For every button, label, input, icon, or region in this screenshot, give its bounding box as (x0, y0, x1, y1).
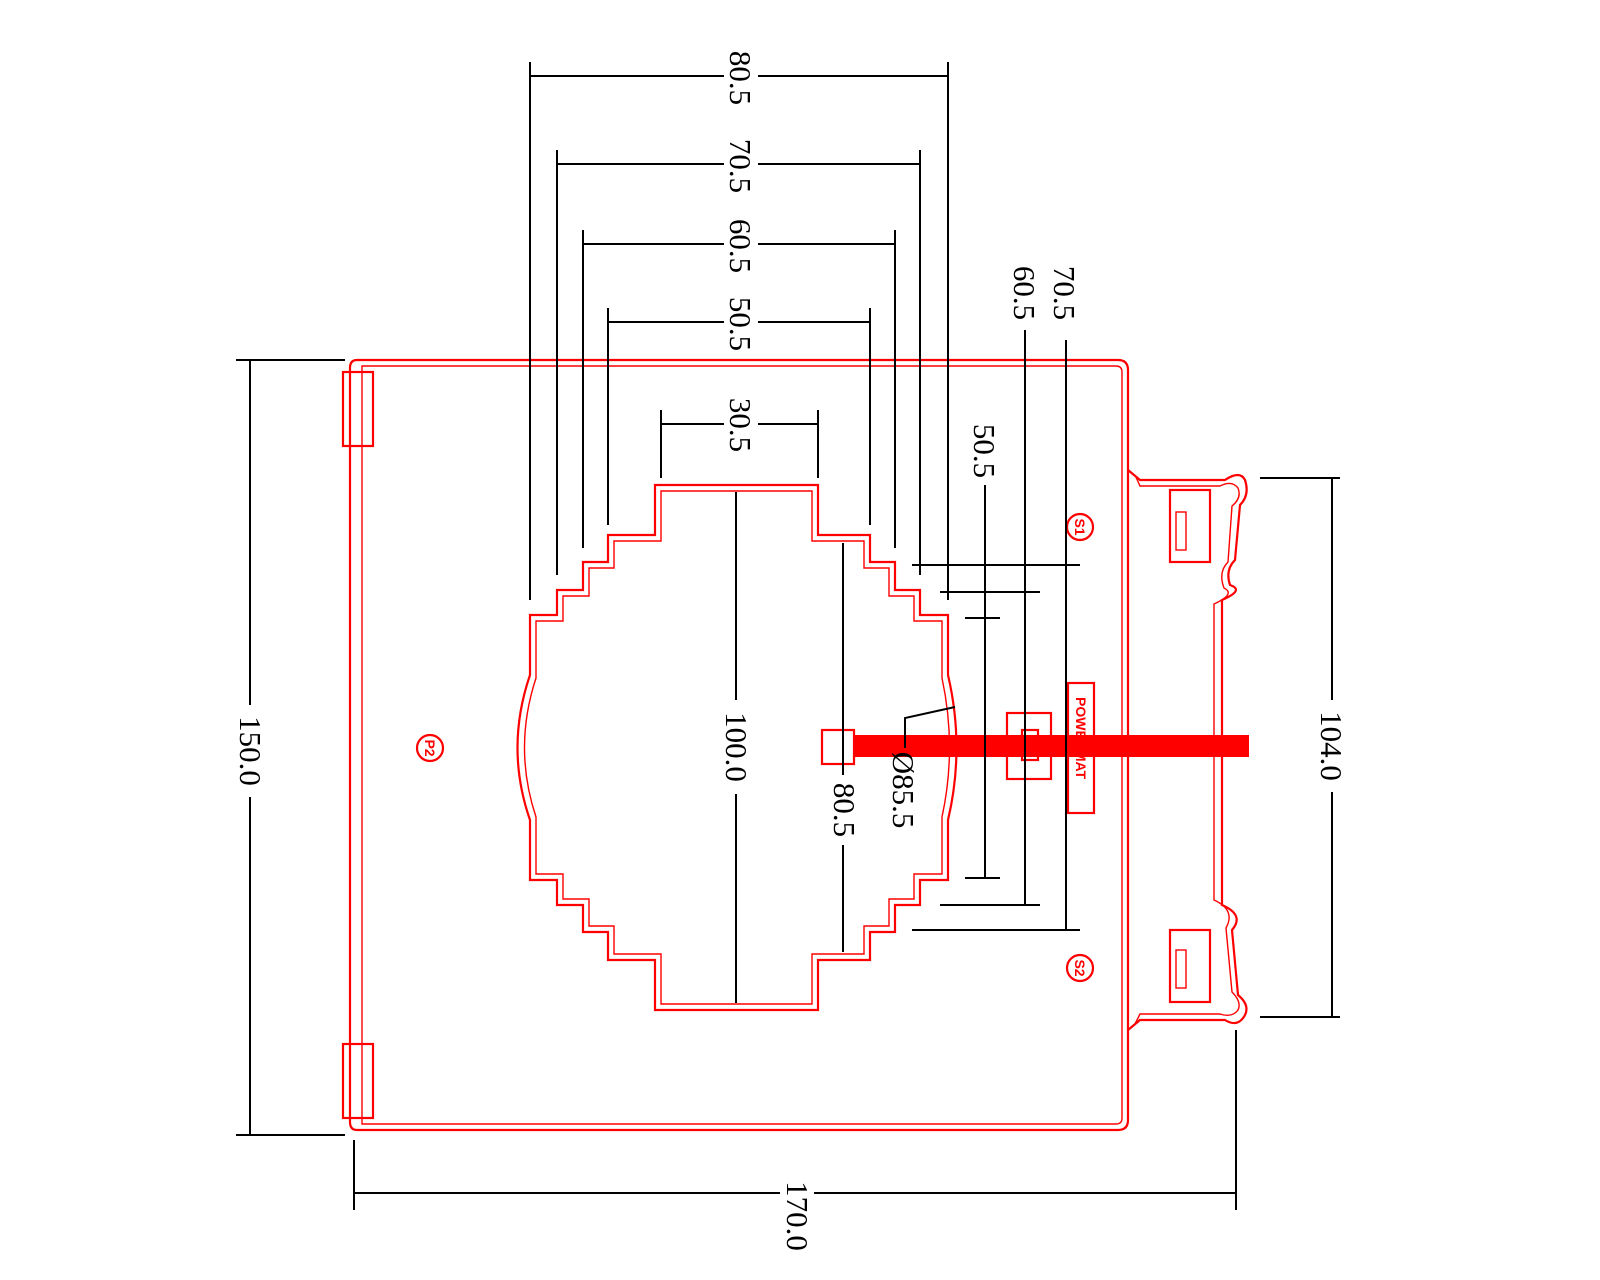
hinge-top (341, 370, 375, 448)
stepped-window (516, 483, 958, 1012)
terminal-s1-label: S2 (1072, 959, 1088, 976)
dim-50-5-right: 50.5 (967, 424, 1002, 478)
dim-100: 100.0 (719, 712, 754, 782)
dim-50-5-top: 50.5 (723, 297, 758, 351)
dim-70-5-top: 70.5 (723, 139, 758, 193)
dim-170: 170.0 (780, 1181, 815, 1251)
mount-slot-bottom-inner (1175, 949, 1187, 989)
mounting-flange-inner (1134, 474, 1240, 1025)
bolt-clamp (1005, 711, 1053, 781)
bolt-head (820, 728, 856, 766)
terminal-p2-label: P2 (422, 739, 438, 756)
body-outline (348, 358, 1130, 1132)
transformer-body: POWERMAT P2 S1 S2 (341, 358, 1249, 1132)
dim-80-5-top: 80.5 (723, 51, 758, 105)
mount-slot-top-inner (1175, 511, 1187, 551)
dim-104: 104.0 (1314, 711, 1349, 781)
brand-label: POWERMAT (1073, 697, 1089, 780)
hinge-bottom (341, 1042, 375, 1120)
dimension-lines (236, 62, 1340, 1210)
brand-plate (1066, 681, 1096, 815)
body-outline-inner (361, 365, 1123, 1125)
terminal-s2-label: S1 (1072, 518, 1088, 535)
mounting-flange (1127, 469, 1248, 1031)
dim-60-5-right: 60.5 (1007, 266, 1042, 320)
dimension-texts: 80.5 70.5 60.5 50.5 30.5 100.0 80.5 Ø85.… (233, 42, 1349, 1262)
mount-slot-bottom (1168, 928, 1212, 1004)
dim-30-5: 30.5 (723, 398, 758, 452)
bolt-nut (1020, 728, 1040, 762)
dim-150: 150.0 (233, 716, 268, 786)
mount-slot-top (1168, 488, 1212, 564)
terminal-p2-circle (415, 733, 445, 763)
terminal-s1-circle (1065, 953, 1095, 983)
dim-70-5-right: 70.5 (1047, 266, 1082, 320)
dim-diameter: Ø85.5 (886, 752, 921, 829)
dim-80-5-inner: 80.5 (827, 783, 862, 837)
dim-60-5-top: 60.5 (723, 219, 758, 273)
stepped-window-inner (523, 490, 951, 1005)
